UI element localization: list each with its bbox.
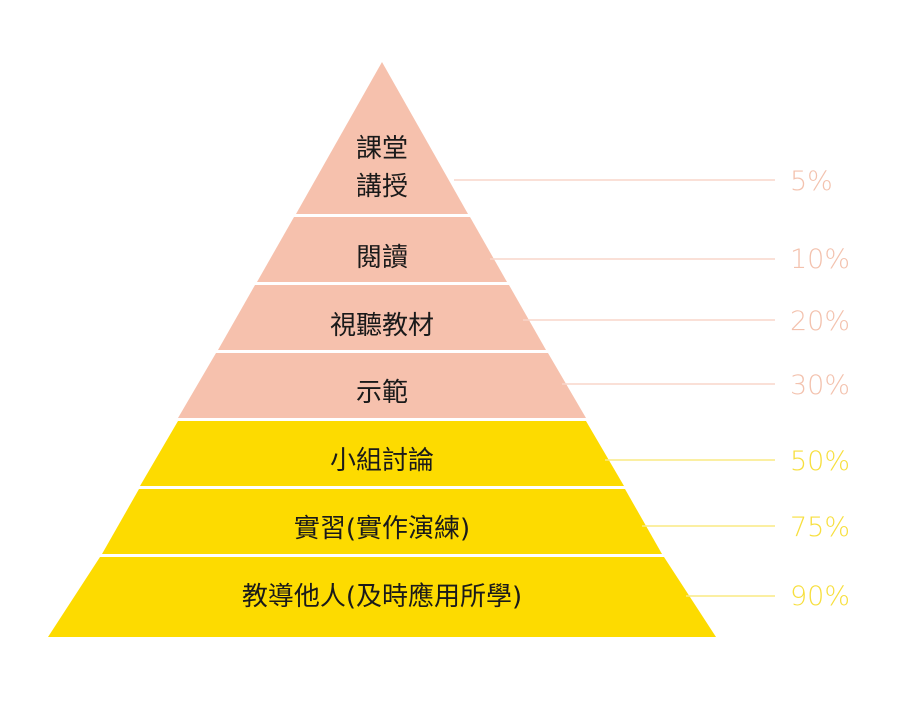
tier-2-label: 閱讀: [355, 243, 408, 273]
tier-6-percent: 75%: [790, 512, 851, 543]
tier-4-percent: 30%: [790, 370, 851, 401]
tier-1-label-line2: 講授: [355, 172, 408, 202]
tier-4-label: 示範: [355, 378, 408, 408]
tier-3-percent: 20%: [790, 306, 851, 337]
tier-7-band: [48, 557, 716, 637]
tier-6-band: [102, 489, 662, 554]
tier-7-percent: 90%: [790, 581, 851, 612]
tier-4-band: [178, 353, 586, 418]
tier-5-percent: 50%: [790, 446, 851, 477]
tier-6-label: 實習(實作演練): [293, 514, 471, 544]
tier-1-band: [296, 62, 468, 214]
tier-2-band: [257, 217, 507, 282]
tier-3-label: 視聽教材: [329, 311, 434, 341]
tier-7-label: 教導他人(及時應用所學): [241, 582, 523, 612]
tier-2-percent: 10%: [790, 244, 851, 275]
tier-3-band: [218, 285, 546, 350]
tier-1-percent: 5%: [790, 166, 833, 197]
tier-5-label: 小組討論: [329, 446, 434, 476]
tier-1-label-line1: 課堂: [355, 134, 408, 164]
tier-5-band: [140, 421, 624, 486]
